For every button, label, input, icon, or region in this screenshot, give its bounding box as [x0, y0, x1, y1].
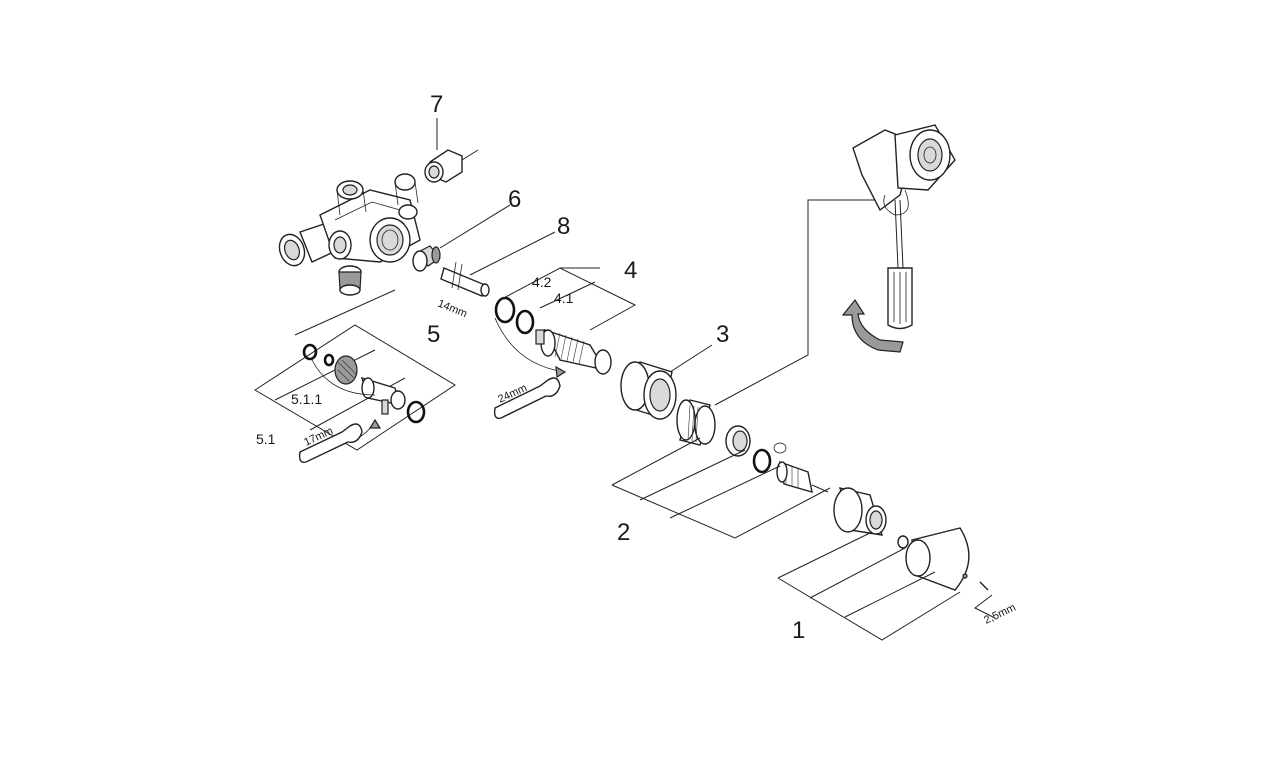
- tool-size-14mm: 14mm: [436, 298, 469, 321]
- callout-6: 6: [508, 186, 521, 213]
- callout-2: 2: [617, 519, 630, 546]
- wrench-17mm-icon: [298, 423, 363, 463]
- part-1-handle: [777, 487, 996, 641]
- callout-5-1: 5.1: [256, 431, 276, 447]
- wrench-24mm-icon: [493, 377, 561, 419]
- callout-7: 7: [430, 91, 443, 118]
- valve-body: [278, 173, 421, 296]
- part-7-nut: [424, 118, 479, 183]
- tool-size-2-5mm: 2,5mm: [982, 602, 1018, 627]
- part-2-group: [611, 199, 880, 539]
- callout-5: 5: [427, 321, 440, 348]
- part-6-cartridge: [412, 204, 511, 272]
- part-3-ring-nut: [620, 344, 713, 420]
- callout-3: 3: [716, 321, 729, 348]
- callout-8: 8: [557, 213, 570, 240]
- part-4-cartridge: [494, 267, 637, 379]
- callout-4-2: 4.2: [532, 274, 552, 290]
- callout-4-1: 4.1: [554, 290, 574, 306]
- part-8-hex-bar: [440, 231, 556, 297]
- callout-5-1-1: 5.1.1: [291, 391, 322, 407]
- installation-inset: [841, 124, 956, 353]
- callout-4: 4: [624, 257, 637, 284]
- part-5-check-valve: [254, 289, 456, 451]
- callout-1: 1: [792, 617, 805, 644]
